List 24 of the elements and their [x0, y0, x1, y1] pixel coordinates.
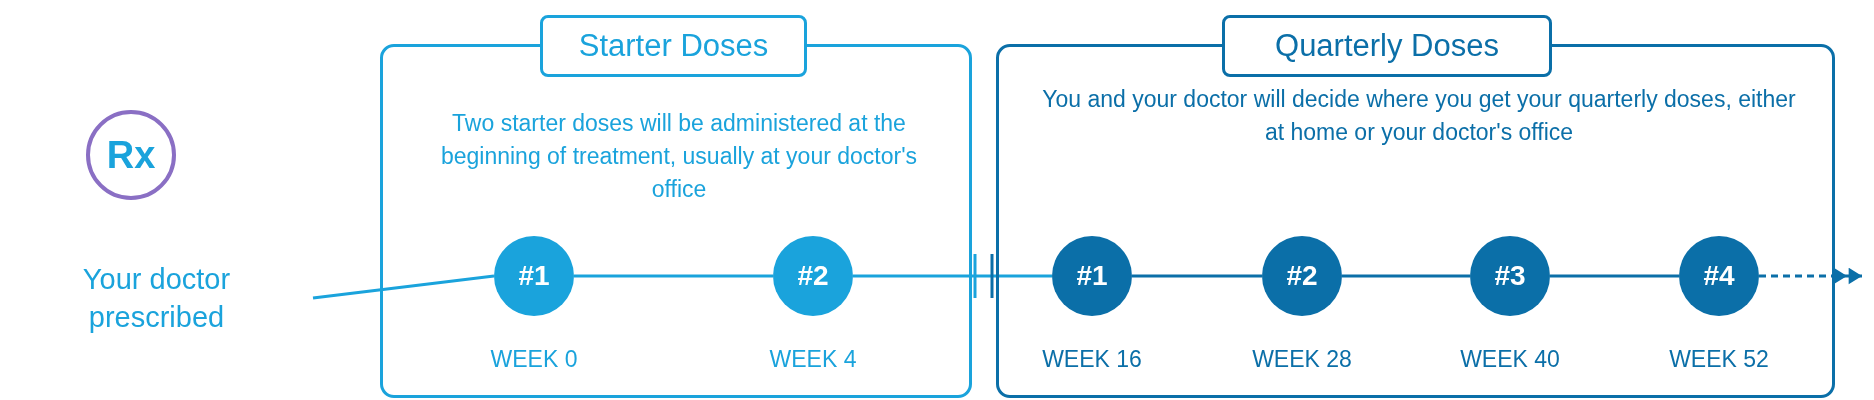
dose-circle: #1 [1052, 236, 1132, 316]
panel-description: You and your doctor will decide where you get your quarterly doses, either at home or your doctor's office [1041, 85, 1797, 147]
connector-line [574, 274, 773, 278]
week-label: WEEK 16 [1041, 346, 1143, 373]
prescription-text: Your doctor prescribed [0, 258, 313, 338]
connector-line [1132, 274, 1262, 278]
dose-circle: #4 [1679, 236, 1759, 316]
panel-heading: Quarterly Doses [1222, 15, 1552, 77]
dose-circle: #3 [1470, 236, 1550, 316]
dose-circle: #1 [494, 236, 574, 316]
week-label: WEEK 40 [1459, 346, 1561, 373]
rx-badge: Rx [86, 110, 176, 200]
connector-line [312, 274, 495, 300]
week-label: WEEK 28 [1251, 346, 1353, 373]
panel-heading: Starter Doses [540, 15, 807, 77]
week-label: WEEK 4 [768, 346, 858, 373]
connector-line [853, 274, 1052, 278]
connector-line [1342, 274, 1470, 278]
week-label: WEEK 0 [489, 346, 579, 373]
dose-circle: #2 [773, 236, 853, 316]
dose-circle: #2 [1262, 236, 1342, 316]
panel-description: Two starter doses will be administered at the beginning of treatment, usually at your doctor's office [439, 109, 919, 204]
week-label: WEEK 52 [1668, 346, 1770, 373]
connector-line [1550, 274, 1679, 278]
